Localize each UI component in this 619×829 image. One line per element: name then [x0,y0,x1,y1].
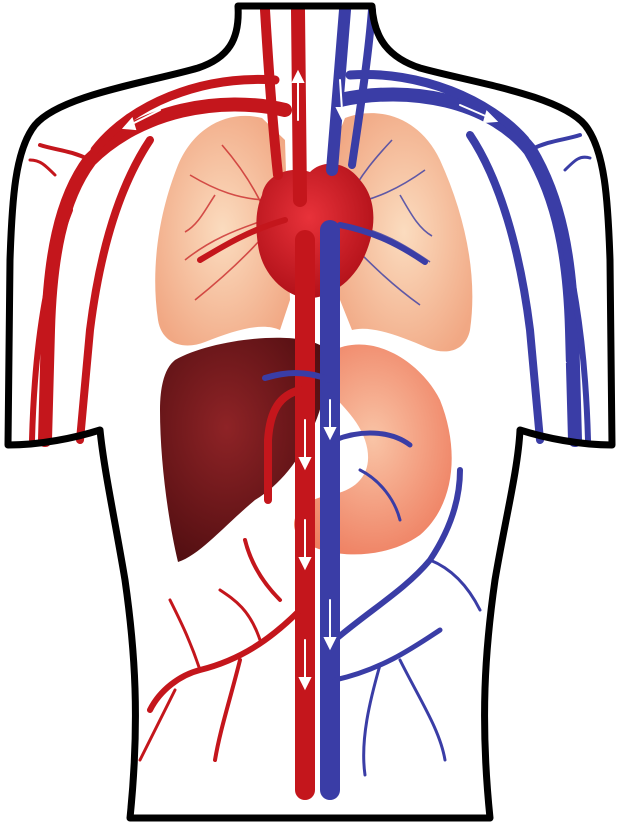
right-arm-branch [530,135,580,150]
lower-vein-4 [364,665,380,775]
lower-branch-4 [245,540,280,600]
lower-vein-5 [430,560,480,610]
arrow-left-arm [57,360,67,403]
right-arm-branch-2 [565,157,590,170]
left-arm-branch [40,145,90,160]
lower-vein-2 [335,630,440,680]
lower-vein-3 [400,660,445,760]
lower-branch-1 [215,660,240,760]
arrow-right-arm [555,352,565,395]
lower-branch-2 [170,600,200,670]
left-arm-branch-2 [30,160,55,175]
right-arm-vein-3 [470,135,540,440]
lower-branch-5 [220,590,260,640]
left-arm-artery-3 [80,140,150,440]
